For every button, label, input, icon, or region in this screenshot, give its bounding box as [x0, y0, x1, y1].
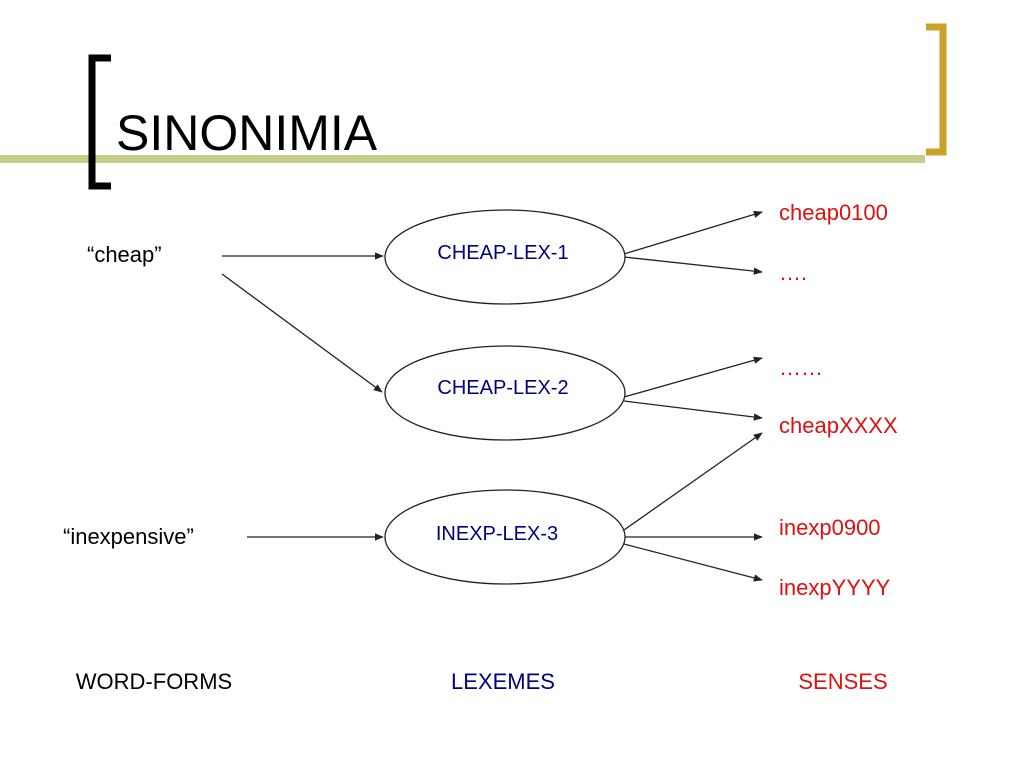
slide-title: SINONIMIA — [116, 105, 378, 161]
sense-dots-4: …. — [779, 260, 807, 285]
sense-inexp0900: inexp0900 — [779, 515, 881, 540]
word-form-cheap: “cheap” — [87, 242, 162, 267]
title-bar — [0, 155, 925, 163]
edges — [221, 210, 763, 582]
edge-lex3-to-inexpyyyy — [623, 543, 763, 582]
word-form-inexpensive: “inexpensive” — [63, 524, 194, 549]
sense-inexpyyyy: inexpYYYY — [779, 575, 891, 600]
sense-cheapxxxx: cheapXXXX — [779, 413, 898, 438]
lexeme-ellipse — [384, 345, 626, 441]
right-bracket — [926, 23, 947, 156]
lexeme-label: INEXP-LEX-3 — [436, 523, 558, 545]
lexeme-ellipse — [384, 489, 626, 585]
lexeme-node: CHEAP-LEX-1 — [384, 209, 626, 305]
lexeme-ellipse — [384, 209, 626, 305]
lexeme-label: CHEAP-LEX-2 — [437, 377, 568, 399]
lexeme-node: CHEAP-LEX-2 — [384, 345, 626, 441]
edge-cheap-to-lex2 — [221, 273, 383, 393]
sense-cheap0100: cheap0100 — [779, 200, 888, 225]
lexeme-node: INEXP-LEX-3 — [384, 489, 626, 585]
edge-lex1-to-dots4 — [623, 256, 763, 275]
column-label-senses: SENSES — [798, 669, 887, 694]
edge-lex2-to-dots6 — [623, 356, 763, 398]
lexeme-nodes: CHEAP-LEX-1 CHEAP-LEX-2 INEXP-LEX-3 — [384, 209, 626, 585]
left-bracket — [88, 54, 111, 190]
lexeme-label: CHEAP-LEX-1 — [437, 242, 568, 264]
edge-lex1-to-cheap0100 — [623, 210, 763, 255]
edge-lex2-to-cheapxxxx — [623, 400, 763, 421]
column-label-lexemes: LEXEMES — [451, 669, 555, 694]
column-label-word-forms: WORD-FORMS — [76, 669, 232, 694]
edge-lex3-to-cheapxxxx — [623, 432, 763, 531]
sense-dots-6: …… — [779, 355, 823, 380]
